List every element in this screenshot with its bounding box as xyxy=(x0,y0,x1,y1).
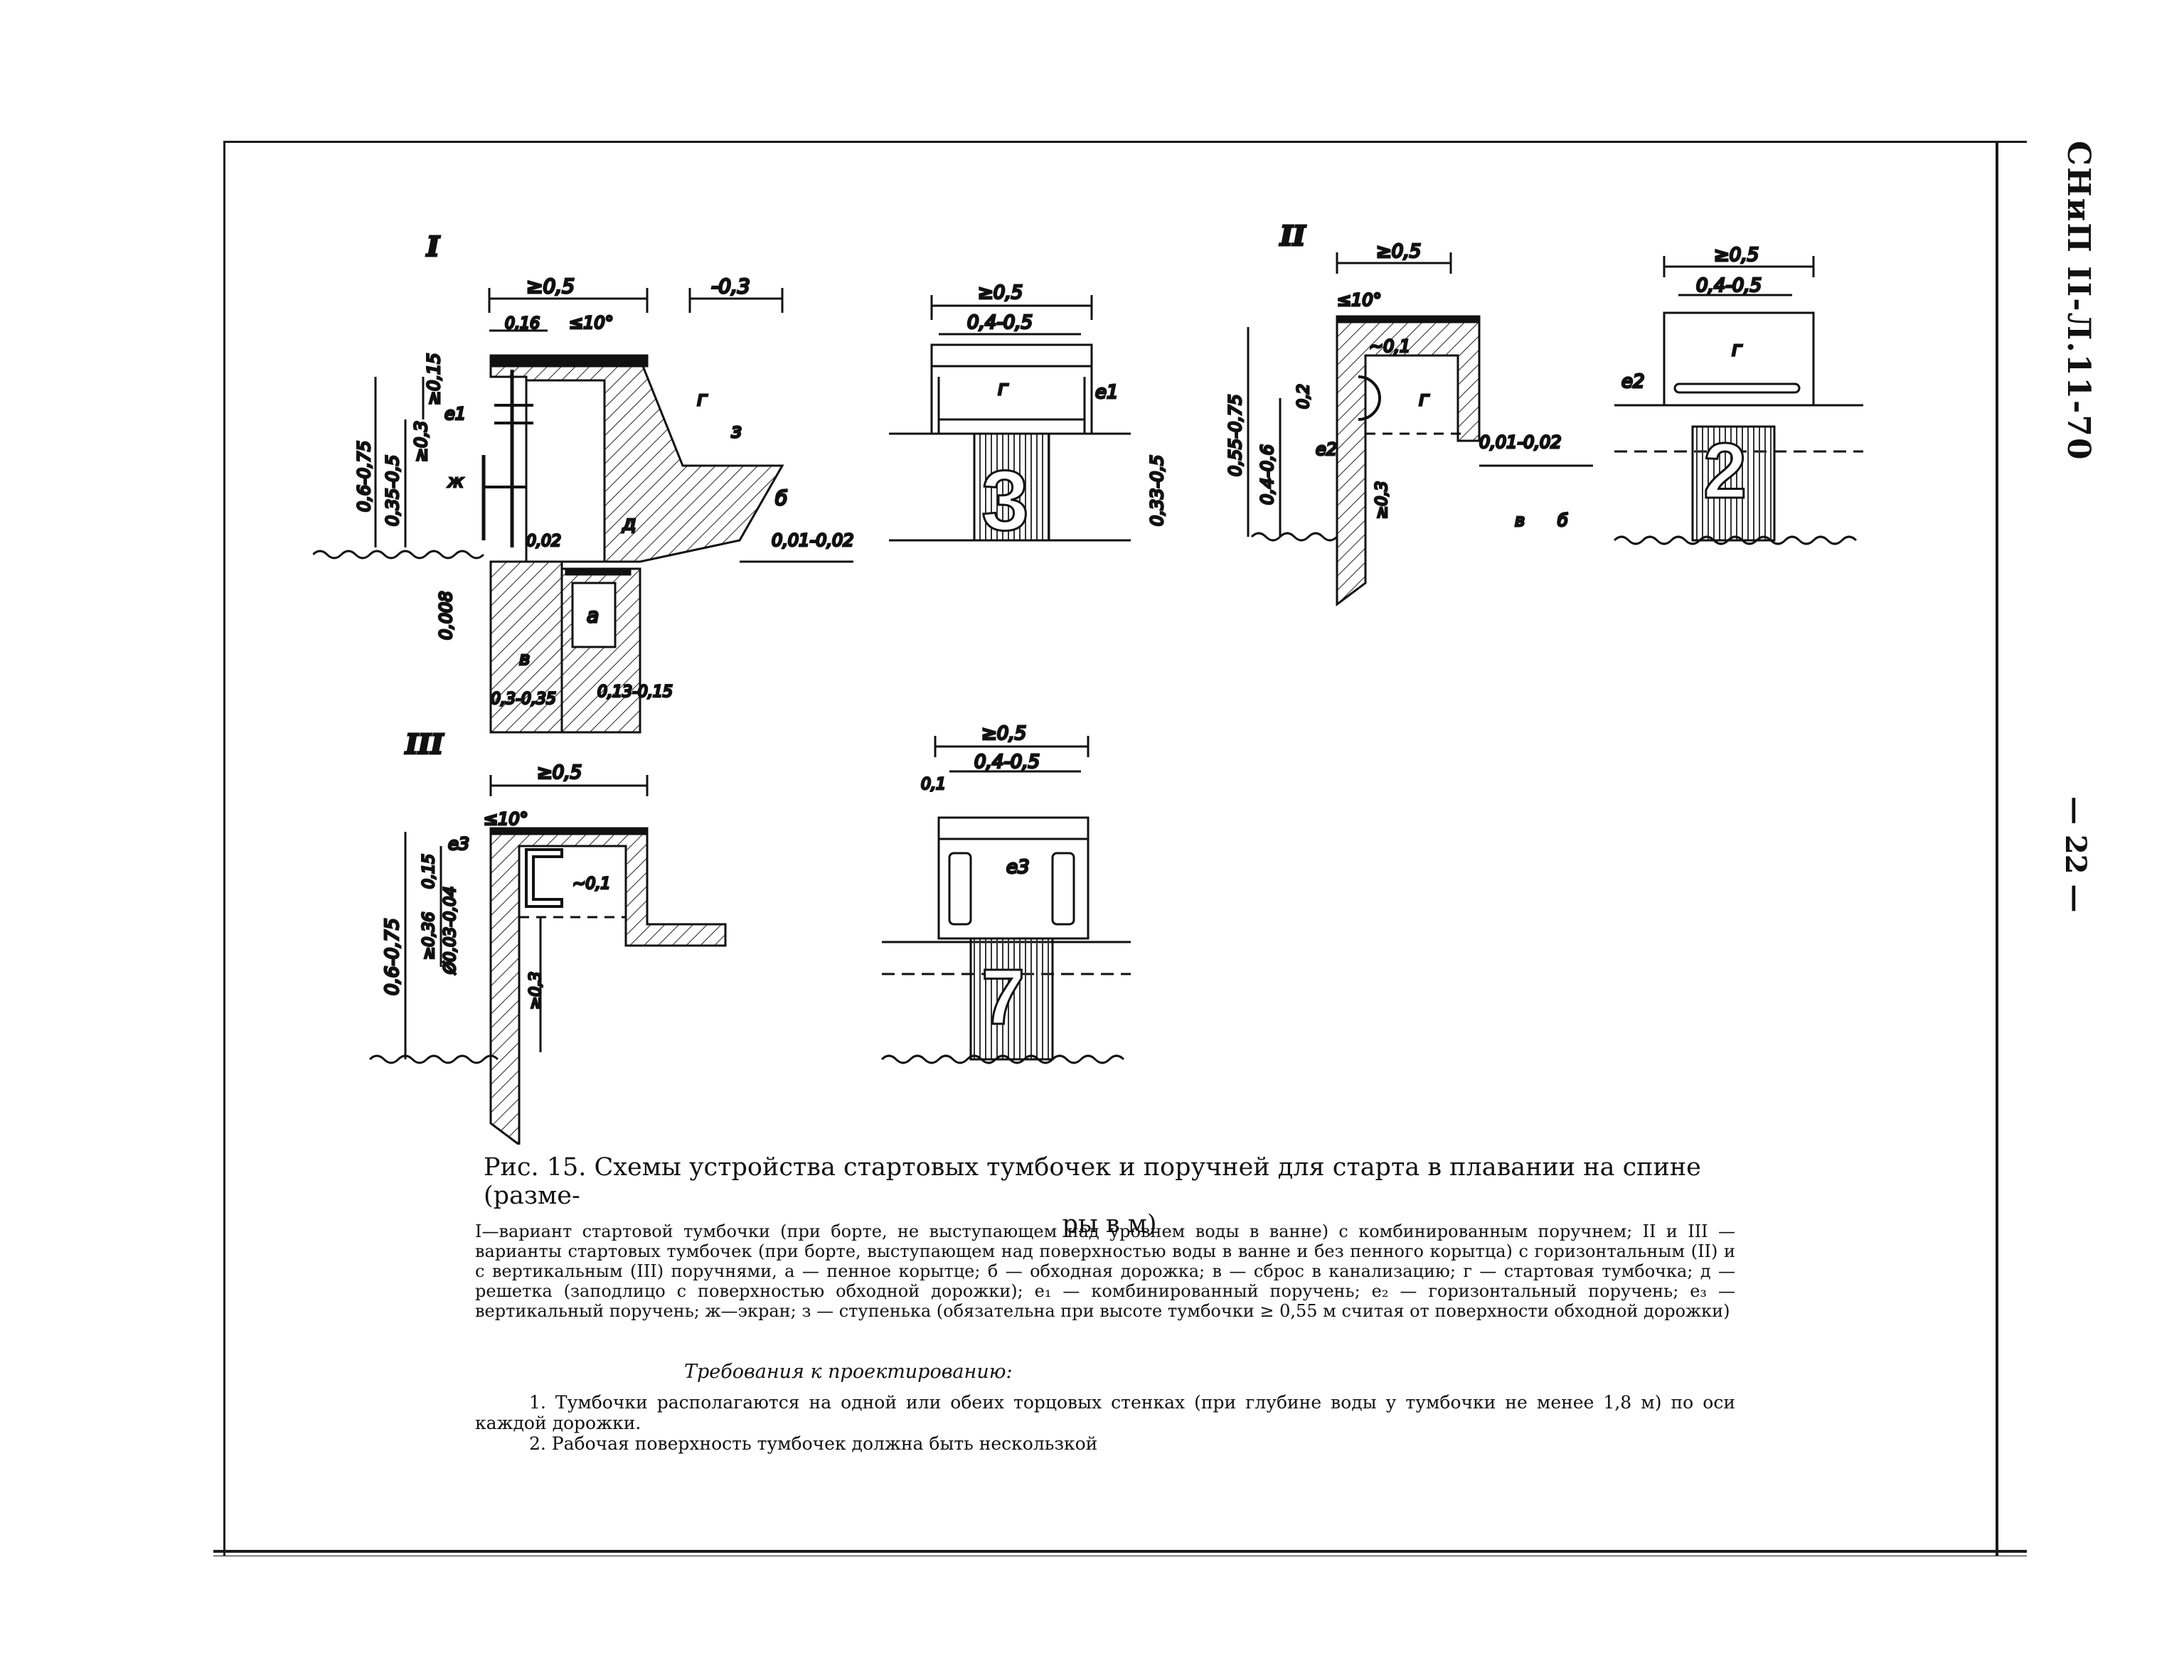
dim-7-01: 0,1 xyxy=(921,776,946,793)
dim-I-drain: 0,13-0,15 xyxy=(597,683,673,701)
dim-I-angle: ≤10° xyxy=(569,313,614,333)
dim-II-001: 0,01-0,02 xyxy=(1479,432,1562,452)
letter-I-e1: е1 xyxy=(444,404,466,424)
roman-label-II: II xyxy=(1279,220,1306,252)
diagram-I: I 0,6-0,75 0,35-0,5 ≥0,3 ≥0,15 0,008 ≥0,… xyxy=(311,230,855,734)
letter-3-g: г xyxy=(998,376,1008,400)
letter-I-v: в xyxy=(519,648,530,670)
dim-I-width: ≥0,5 xyxy=(526,274,575,298)
dim-7-inner: 0,4-0,5 xyxy=(974,751,1040,773)
diagram-III: III 0,6-0,75 ≥0,36 0,15 Ø0,03-0,04 ≥0,3 … xyxy=(368,727,727,1147)
dim-II-width: ≥0,5 xyxy=(1376,241,1421,262)
dim-I-002: 0,02 xyxy=(526,533,561,550)
letter-I-g: г xyxy=(697,387,708,410)
letter-I-z: з xyxy=(731,419,742,442)
dim-I-step: -0,3 xyxy=(711,274,750,298)
figure-15: I 0,6-0,75 0,35-0,5 ≥0,3 ≥0,15 0,008 ≥0,… xyxy=(311,206,1949,1147)
frame-left-line xyxy=(223,141,225,1556)
figure-drawing: I 0,6-0,75 0,35-0,5 ≥0,3 ≥0,15 0,008 ≥0,… xyxy=(311,219,1863,1147)
letter-7-e3: е3 xyxy=(1006,857,1030,878)
requirements-list: 1. Тумбочки располагаются на одной или о… xyxy=(475,1392,1735,1454)
dim-III-036: ≥0,36 xyxy=(420,912,438,960)
letter-III-e3: е3 xyxy=(448,834,469,854)
dim-I-0008: 0,008 xyxy=(436,591,456,640)
dim-I-height: 0,6-0,75 xyxy=(354,441,374,512)
dim-3-inner: 0,4-0,5 xyxy=(967,312,1033,333)
requirement-item: 2. Рабочая поверхность тумбочек должна б… xyxy=(529,1433,1098,1454)
dim-III-width: ≥0,5 xyxy=(537,762,582,783)
letter-II-b: б xyxy=(1557,510,1568,530)
figure-caption: Рис. 15. Схемы устройства стартовых тумб… xyxy=(484,1153,1735,1238)
dim-I-screen: 0,35-0,5 xyxy=(383,455,403,526)
dim-III-01: ~0,1 xyxy=(572,875,610,893)
dim-I-min03: ≥0,3 xyxy=(411,421,431,462)
dim-I-015: ≥0,15 xyxy=(424,353,444,405)
roman-label-III: III xyxy=(405,728,444,760)
letter-I-b: б xyxy=(775,486,787,510)
frame-right-line xyxy=(1996,141,1998,1556)
letter-II-e2: е2 xyxy=(1316,439,1337,459)
diagram-front-7: 7 ≥0,5 0,1 0,4-0,5 е3 xyxy=(880,722,1131,1064)
dim-I-gutter: 0,3-0,35 xyxy=(491,690,556,708)
lane-number-2: 2 xyxy=(1703,427,1747,515)
figure-legend: I—вариант стартовой тумбочки (при борте,… xyxy=(475,1221,1735,1321)
letter-3-e1: е1 xyxy=(1095,382,1119,403)
frame-top-line xyxy=(223,141,2027,143)
dim-III-min03: ≥0,3 xyxy=(527,972,545,1010)
dim-3-width: ≥0,5 xyxy=(978,282,1023,304)
document-code: СНиП II-Л.11-70 xyxy=(2060,141,2097,461)
dim-I-016: 0,16 xyxy=(505,315,540,333)
letter-I-d: д xyxy=(622,511,636,535)
letter-I-zh: ж xyxy=(447,471,464,491)
page-number: — 22 — xyxy=(2059,796,2092,913)
dim-I-001: 0,01-0,02 xyxy=(772,530,854,550)
dim-3-height: 0,33-0,5 xyxy=(1147,455,1167,526)
dim-II-height: 0,55-0,75 xyxy=(1225,394,1245,476)
letter-I-a: а xyxy=(587,604,599,627)
dim-II-02: 0,2 xyxy=(1295,384,1313,409)
roman-label-I: I xyxy=(426,230,440,262)
diagram-front-3: г е1 3 ≥0,5 0,4-0,5 0,33-0,5 xyxy=(889,282,1168,550)
letter-II-g: г xyxy=(1419,387,1429,410)
diagram-front-2: 2 г е2 ≥0,5 0,4-0,5 xyxy=(1613,244,1863,545)
lane-number-7: 7 xyxy=(981,953,1025,1041)
dim-III-angle: ≤10° xyxy=(484,809,528,829)
dim-III-diameter: Ø0,03-0,04 xyxy=(442,887,459,975)
dim-III-height: 0,6-0,75 xyxy=(382,918,403,995)
lane-number-3: 3 xyxy=(981,453,1029,548)
dim-2-inner: 0,4-0,5 xyxy=(1696,275,1762,296)
dim-II-angle: ≤10° xyxy=(1337,290,1382,310)
letter-2-g: г xyxy=(1732,337,1742,360)
frame-bottom-line xyxy=(213,1550,2027,1553)
requirement-item: 1. Тумбочки располагаются на одной или о… xyxy=(475,1392,1735,1433)
dim-II-rail: 0,4-0,6 xyxy=(1257,444,1277,505)
letter-2-e2: е2 xyxy=(1621,371,1645,392)
dim-II-min03: ≥0,3 xyxy=(1373,481,1391,519)
letter-II-v: в xyxy=(1515,510,1525,530)
caption-line-1: Рис. 15. Схемы устройства стартовых тумб… xyxy=(484,1153,1701,1210)
dim-II-01: ~0,1 xyxy=(1369,336,1410,356)
diagram-II: II 0,55-0,75 0,4-0,6 0,2 ≥0,3 ≥0,5 ≤10° … xyxy=(1225,219,1593,606)
requirements-title: Требования к проектированию: xyxy=(684,1361,1013,1383)
dim-7-width: ≥0,5 xyxy=(981,723,1026,744)
dim-III-015: 0,15 xyxy=(420,854,438,889)
dim-2-width: ≥0,5 xyxy=(1714,245,1759,266)
caption-line-2: ры в м) xyxy=(1062,1210,1157,1238)
